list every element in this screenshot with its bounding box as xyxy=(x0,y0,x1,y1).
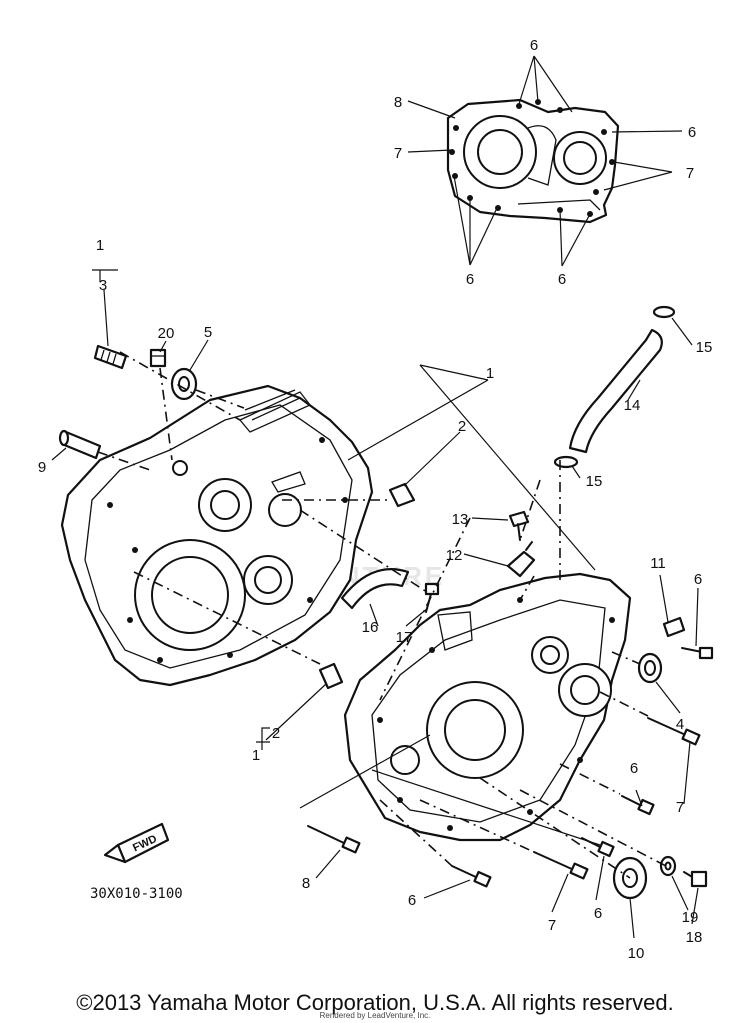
bolt-7-low xyxy=(533,851,589,880)
callout-7-gasket-left: 7 xyxy=(394,145,402,162)
callout-1-case: 1 xyxy=(486,365,494,382)
right-crankcase-half xyxy=(343,572,632,842)
bolt-13 xyxy=(508,510,530,541)
hose-14 xyxy=(568,328,663,454)
callout-15-clip-top: 15 xyxy=(696,339,713,356)
bolt-6-mid xyxy=(621,795,655,816)
washer-19 xyxy=(659,855,677,877)
callout-9-dowel: 9 xyxy=(38,459,46,476)
callout-18-plug: 18 xyxy=(686,929,703,946)
drain-plug-18 xyxy=(683,870,708,888)
callout-10-seal: 10 xyxy=(628,945,645,962)
callout-6-gasket-top: 6 xyxy=(530,37,538,54)
callout-6-bolt-low: 6 xyxy=(408,892,416,909)
crankcase-gasket xyxy=(446,98,620,224)
fwd-arrow-icon: FWD xyxy=(103,822,170,864)
callout-8-gasket: 8 xyxy=(394,94,402,111)
oil-seal-4 xyxy=(637,652,663,684)
callout-17-bolt: 17 xyxy=(396,629,413,646)
callout-6-gasket-bottom-right: 6 xyxy=(558,271,566,288)
copyright-notice: ©2013 Yamaha Motor Corporation, U.S.A. A… xyxy=(76,990,674,1015)
callout-8-bolt-low: 8 xyxy=(302,875,310,892)
callout-5-seal: 5 xyxy=(204,324,212,341)
callout-16-plate: 16 xyxy=(362,619,379,636)
callout-2-dowel-top: 2 xyxy=(458,418,466,435)
oil-seal-5 xyxy=(170,367,198,401)
leader-lines xyxy=(51,269,699,939)
callout-4-seal: 4 xyxy=(676,716,684,733)
clip-11 xyxy=(662,616,686,638)
callout-20-fitting: 20 xyxy=(158,325,175,342)
callout-6-gasket-right: 6 xyxy=(688,124,696,141)
dowel-pin-2-low xyxy=(318,662,344,690)
fitting-20 xyxy=(149,348,167,368)
plate-16 xyxy=(340,568,410,610)
callout-3-pin: 3 xyxy=(99,277,107,294)
callout-19-washer: 19 xyxy=(682,909,699,926)
bolt-6-right xyxy=(681,646,714,660)
callout-1-pin: 1 xyxy=(96,237,104,254)
callout-1-dowel-low: 1 xyxy=(252,747,260,764)
callout-11-clip: 11 xyxy=(650,555,666,572)
callout-6-gasket-bottom-left: 6 xyxy=(466,271,474,288)
callout-15-clip-mid: 15 xyxy=(586,473,603,490)
dowel-pin-2-top xyxy=(388,482,416,508)
bolt-6-low xyxy=(451,865,492,888)
gasket-leader-lines xyxy=(407,55,683,267)
callout-labels: 6 8 7 6 7 6 6 1 3 20 5 9 1 2 15 14 15 13… xyxy=(38,37,713,962)
callout-6-bolt-mid: 6 xyxy=(630,760,638,777)
callout-7-bolt-mid: 7 xyxy=(676,799,684,816)
drawing-code: 30X010-3100 xyxy=(90,886,183,902)
rendered-by-credit: Rendered by LeadVenture, Inc. xyxy=(319,1011,431,1020)
bolt-7-mid xyxy=(647,717,701,746)
callout-13-bolt: 13 xyxy=(452,511,469,528)
callout-6-bolt-lower: 6 xyxy=(594,905,602,922)
callout-12-fitting: 12 xyxy=(446,547,463,564)
dowel-pin-9 xyxy=(58,429,102,460)
callout-6-bolt-right: 6 xyxy=(694,571,702,588)
left-crankcase-half xyxy=(60,384,374,687)
pin-3 xyxy=(93,344,128,370)
callout-7-bolt-low: 7 xyxy=(548,917,556,934)
callout-7-gasket-right: 7 xyxy=(686,165,694,182)
bolt-8-low xyxy=(307,825,361,854)
hose-clip-15-top xyxy=(652,305,676,319)
hose-clip-15-mid xyxy=(553,455,579,469)
fitting-12 xyxy=(506,541,536,578)
center-lines xyxy=(97,351,667,879)
callout-2-dowel-low: 2 xyxy=(272,725,280,742)
callout-14-hose: 14 xyxy=(624,397,641,414)
